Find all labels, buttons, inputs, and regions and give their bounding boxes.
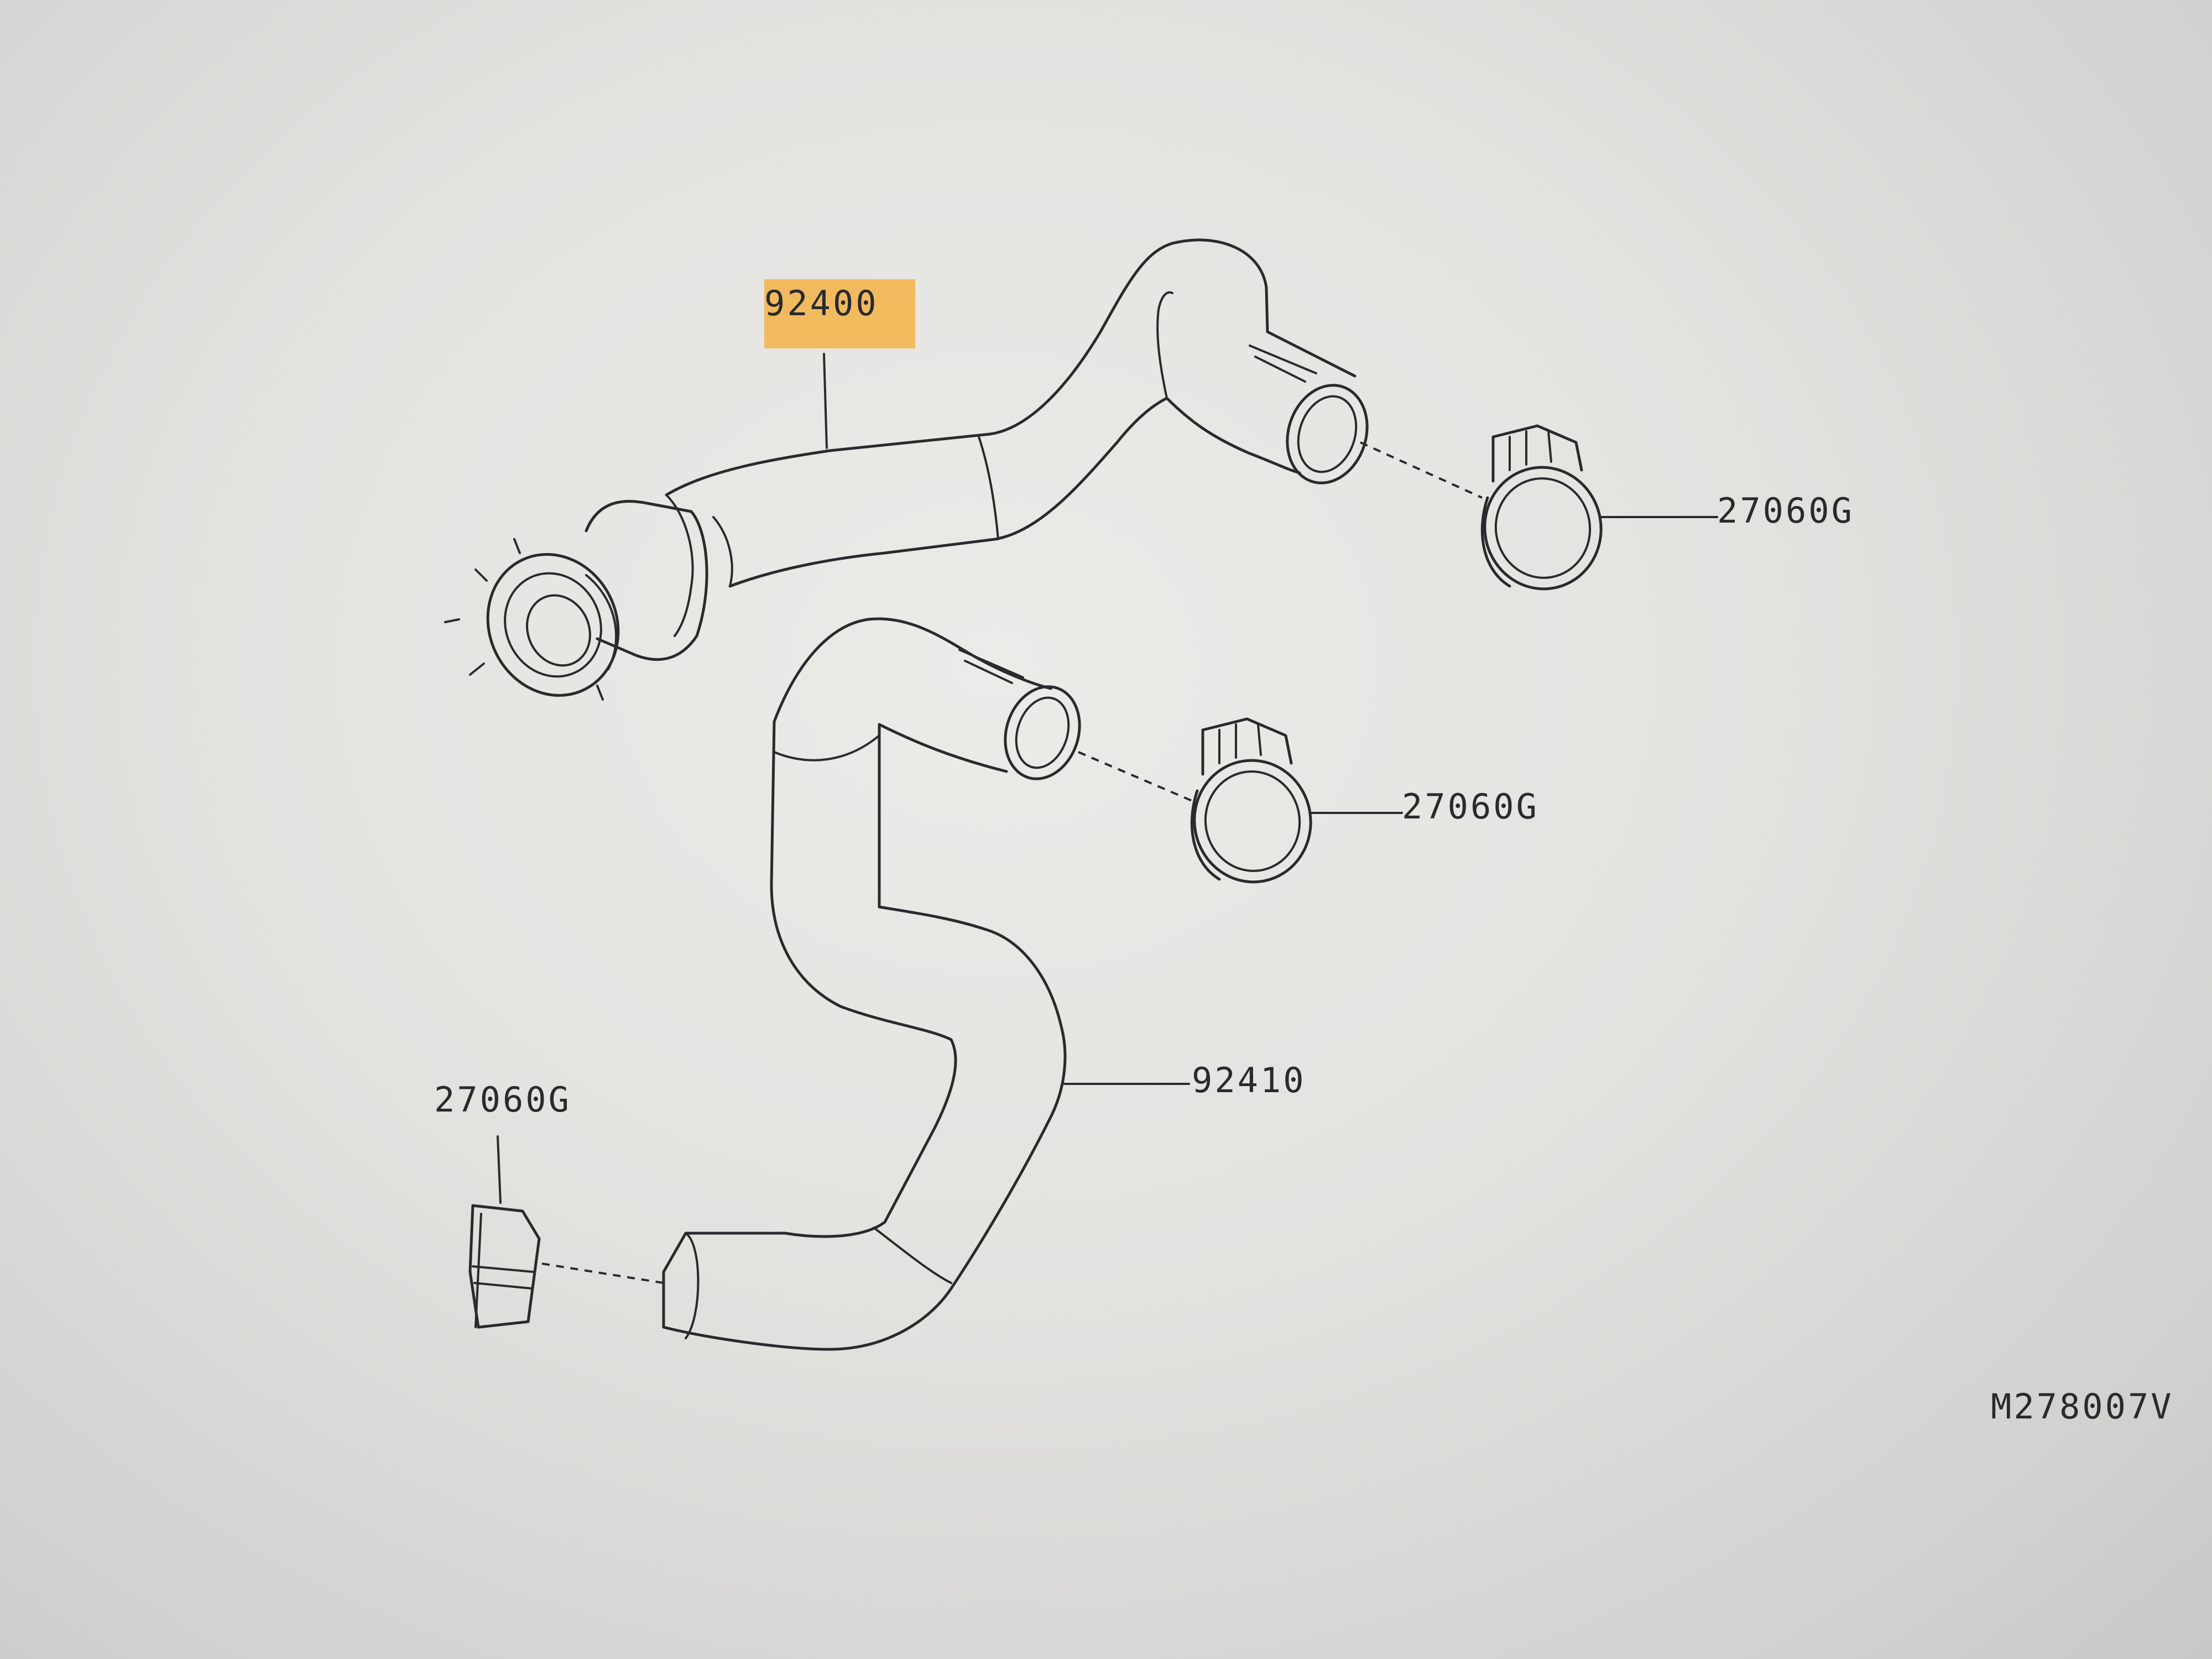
part-highlight bbox=[764, 279, 915, 348]
upper-hose[interactable] bbox=[444, 238, 1379, 717]
middle-clamp[interactable] bbox=[1185, 717, 1320, 891]
lower-hose[interactable] bbox=[662, 617, 1091, 1351]
upper-connector-line bbox=[1360, 441, 1483, 499]
label-lower-clamp[interactable]: 27060G bbox=[434, 1079, 571, 1120]
figure-code: M278007V bbox=[1991, 1386, 2174, 1427]
leader-lower-clamp bbox=[497, 1135, 502, 1204]
middle-connector-line bbox=[1078, 751, 1195, 803]
label-upper-clamp[interactable]: 27060G bbox=[1717, 491, 1854, 531]
label-92400[interactable]: 92400 bbox=[764, 283, 879, 324]
lower-clamp[interactable] bbox=[468, 1204, 541, 1329]
label-middle-clamp[interactable]: 27060G bbox=[1402, 786, 1539, 827]
leader-92400 bbox=[823, 353, 828, 449]
label-92410[interactable]: 92410 bbox=[1192, 1060, 1306, 1100]
lower-connector-line bbox=[541, 1262, 664, 1284]
upper-clamp[interactable] bbox=[1475, 424, 1610, 598]
